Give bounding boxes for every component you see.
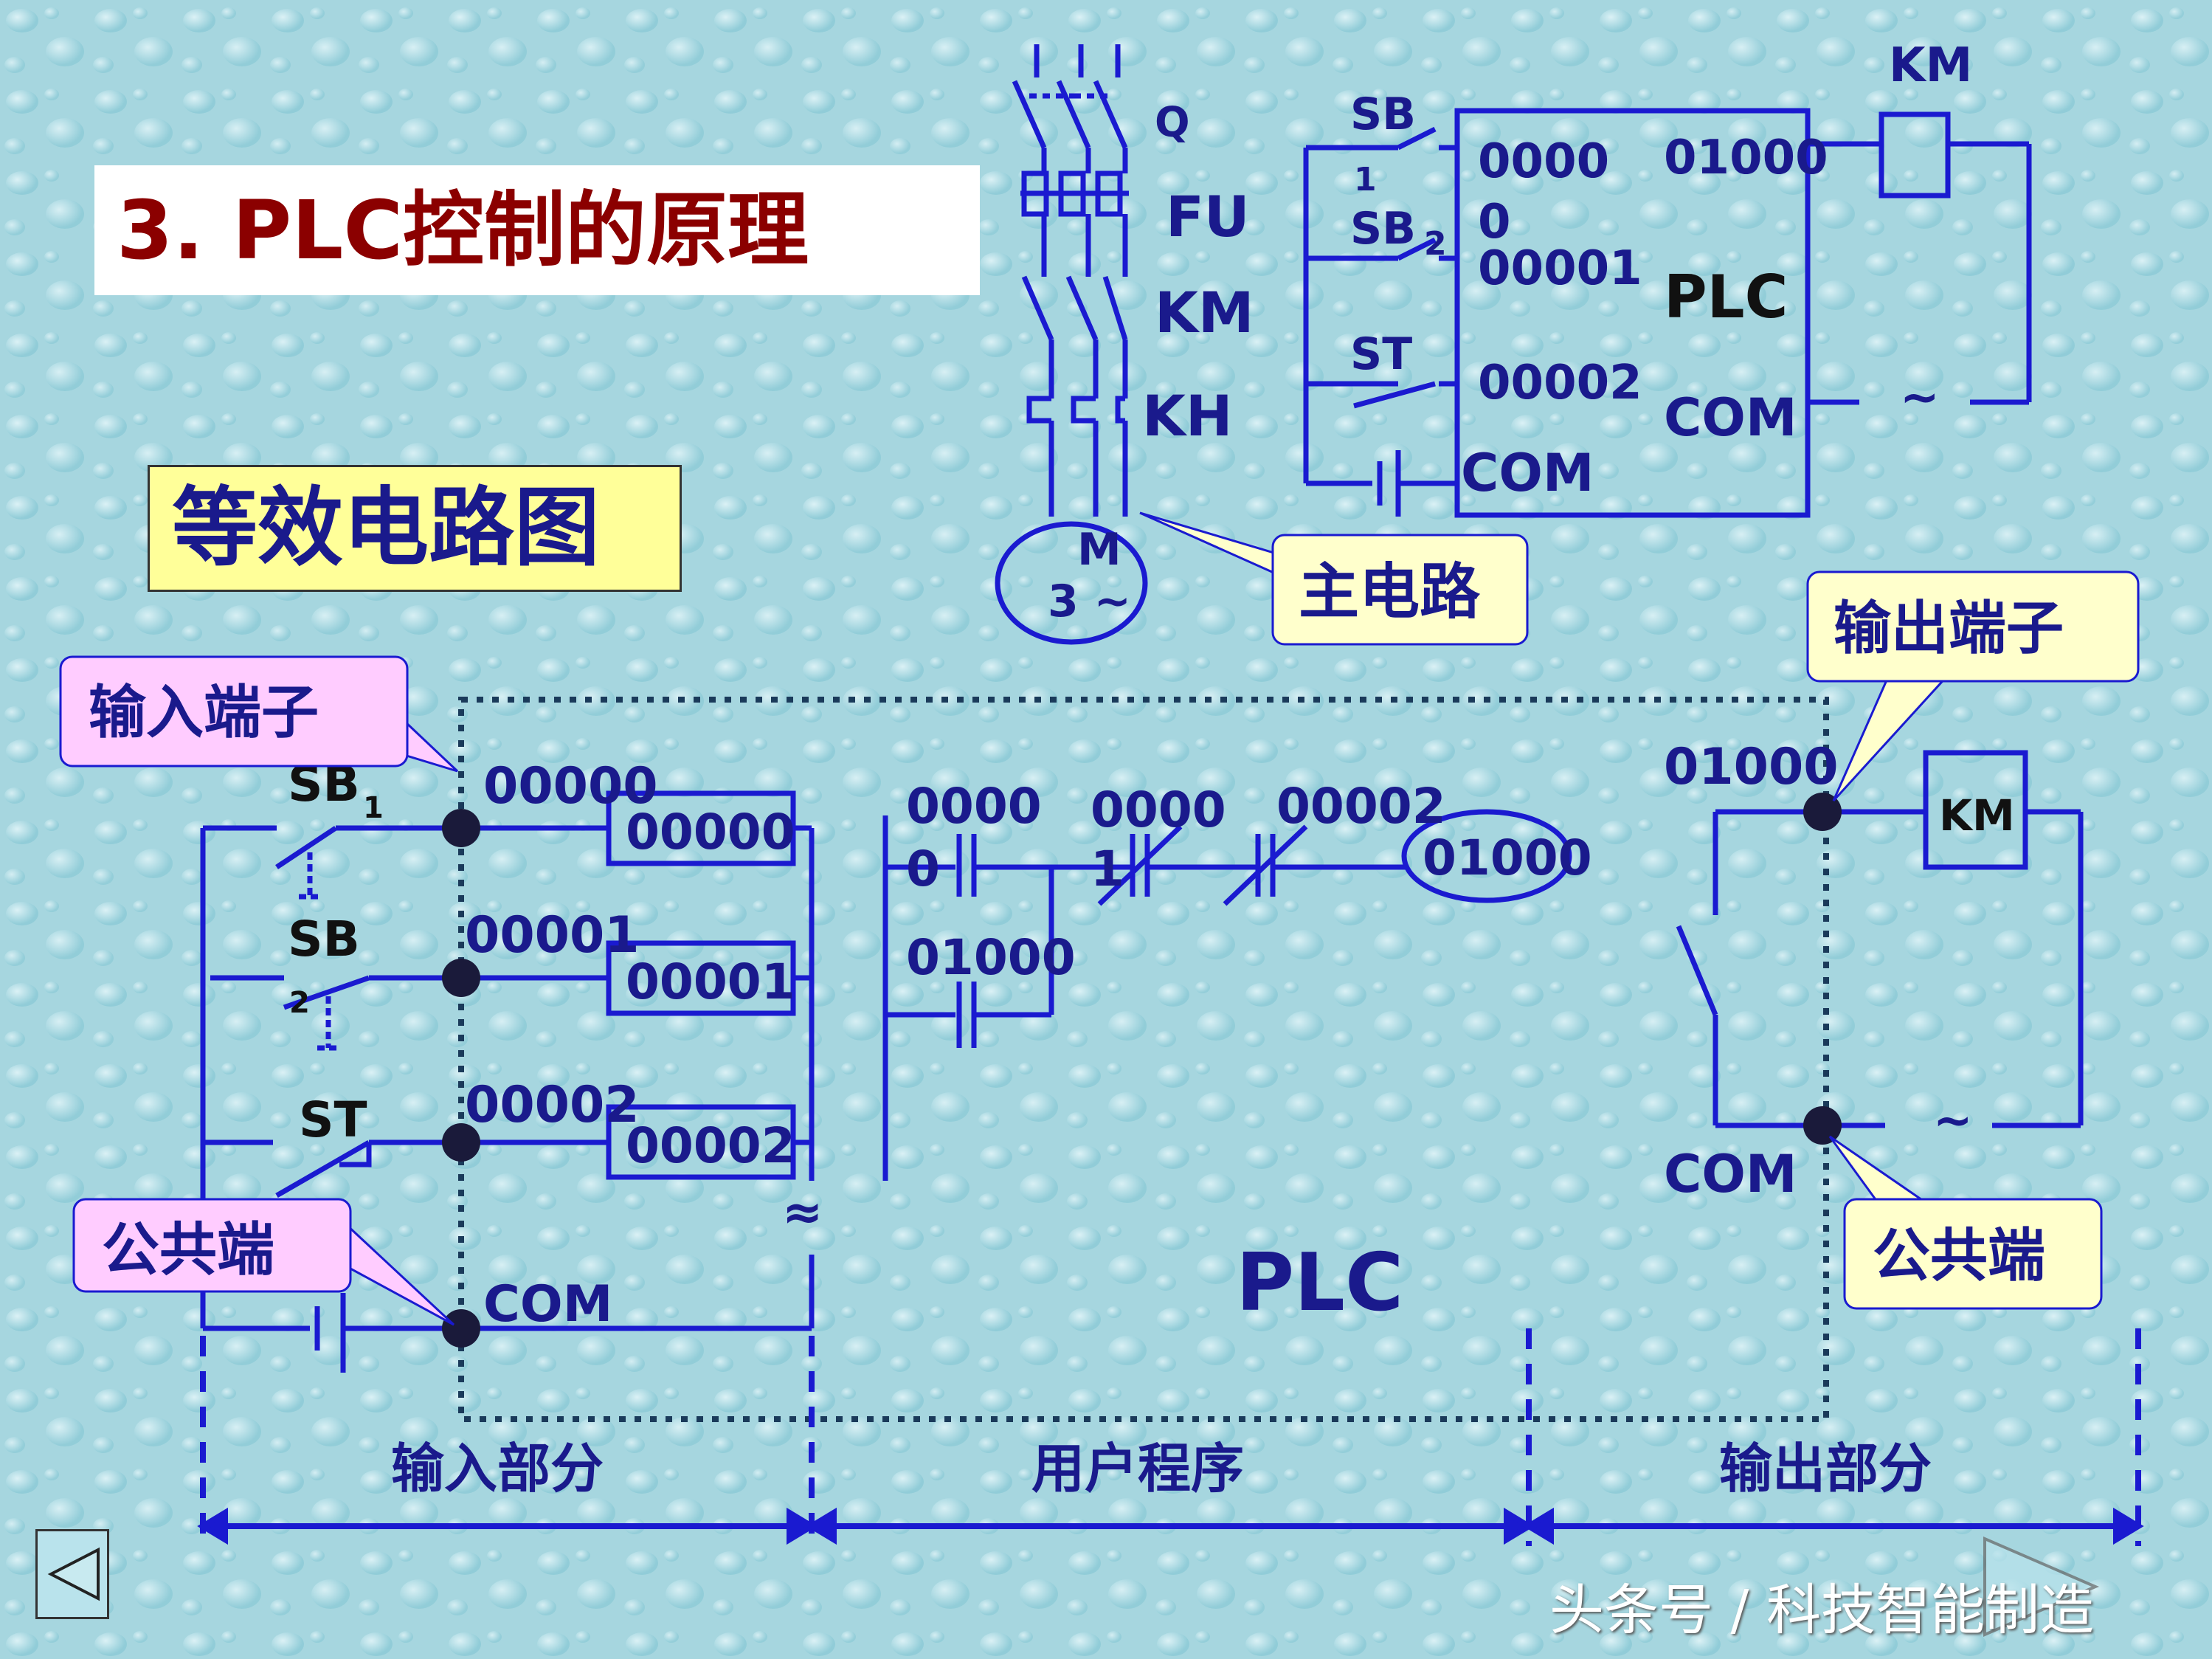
output-terminal-dots	[1803, 793, 1842, 1145]
contact-00001-tail: 1	[1091, 841, 1124, 897]
input-coil-00002: 00002	[626, 1117, 795, 1174]
section-program: 用户程序	[1031, 1438, 1244, 1500]
plc-in-00000-tail: 0	[1478, 195, 1511, 249]
main-circuit	[995, 44, 1148, 645]
callout-common-left-text: 公共端	[102, 1217, 274, 1283]
contact-00000-label: 0000	[906, 778, 1042, 835]
approx-symbol: ≈	[782, 1184, 823, 1241]
input-terminal-00000: 00000	[483, 757, 658, 815]
fu-label: FU	[1166, 184, 1250, 249]
input-coil-00000: 00000	[626, 804, 795, 860]
back-arrow-icon	[47, 1547, 100, 1601]
next-arrow-icon[interactable]	[1983, 1536, 2100, 1638]
plc-in-00000: 0000	[1478, 134, 1609, 189]
slide-title: 3. PLC控制的原理	[94, 165, 980, 295]
plc-box-wiring	[1303, 108, 2032, 518]
callout-common-left: 公共端	[72, 1198, 455, 1326]
output-terminal-01000: 01000	[1664, 738, 1839, 796]
output-coil-km: KM	[1939, 790, 2015, 841]
sb2-label: SB	[288, 911, 360, 968]
callout-input-terminal: 输入端子	[59, 655, 459, 773]
output-com-label: COM	[1664, 1144, 1797, 1204]
watermark: 头条号 / 科技智能制造	[1549, 1579, 2094, 1642]
motor-phase-label: 3 ~	[1048, 576, 1131, 627]
plc-in-00002: 00002	[1478, 356, 1642, 410]
equivalent-circuit-title: 等效电路图	[148, 465, 682, 592]
plc-out-01000: 01000	[1664, 131, 1828, 185]
plc-boundary	[458, 697, 1829, 1422]
plc-name: PLC	[1664, 263, 1788, 331]
program-coil-01000: 01000	[1423, 830, 1592, 886]
plc-sb2-label: SB	[1350, 203, 1416, 255]
main-circuit-callout: 主电路	[1139, 511, 1529, 646]
input-section-wiring	[200, 790, 815, 1373]
contact-00000-tail: 0	[906, 841, 940, 897]
plc-ac-symbol: ~	[1900, 370, 1940, 425]
contact-00001-label: 0000	[1091, 782, 1226, 838]
plc-sb2-sub: 2	[1424, 225, 1447, 263]
plc-out-com: COM	[1664, 387, 1797, 448]
section-dividers	[200, 1328, 2141, 1546]
plc-in-00001: 00001	[1478, 241, 1642, 296]
main-circuit-callout-text: 主电路	[1299, 557, 1481, 627]
callout-output-terminal: 输出端子	[1806, 570, 2140, 802]
q-label: Q	[1155, 99, 1190, 147]
plc-in-com: COM	[1461, 443, 1594, 503]
input-terminal-dots	[442, 809, 480, 1348]
contact-00002-label: 00002	[1276, 778, 1446, 835]
ladder-program	[882, 809, 1572, 1181]
plc-st-label: ST	[1350, 328, 1412, 380]
callout-input-terminal-text: 输入端子	[89, 680, 319, 746]
input-terminal-00001: 00001	[465, 906, 640, 965]
output-ac-symbol: ~	[1933, 1094, 1973, 1148]
input-terminal-com: COM	[483, 1275, 612, 1334]
st-label: ST	[299, 1091, 367, 1148]
motor-label: M	[1077, 524, 1121, 576]
section-input: 输入部分	[391, 1438, 604, 1500]
sb2-sub: 2	[289, 986, 310, 1020]
section-output: 输出部分	[1719, 1438, 1932, 1500]
km-label: KM	[1155, 280, 1254, 345]
prev-slide-button[interactable]	[35, 1529, 109, 1619]
plc-sb1-sub: 1	[1354, 161, 1377, 199]
sb1-sub: 1	[363, 791, 384, 825]
callout-output-terminal-text: 输出端子	[1833, 596, 2064, 662]
callout-common-right: 公共端	[1828, 1135, 2103, 1310]
kh-label: KH	[1142, 383, 1233, 449]
input-terminal-00002: 00002	[465, 1076, 640, 1134]
input-coil-00001: 00001	[626, 953, 795, 1010]
plc-coil-km: KM	[1889, 38, 1972, 93]
section-arrows	[197, 1507, 2144, 1545]
plc-sb1-label: SB	[1350, 89, 1416, 140]
plc-center-label: PLC	[1236, 1237, 1403, 1329]
callout-common-right-text: 公共端	[1873, 1223, 2045, 1289]
contact-01000-label: 01000	[906, 929, 1076, 986]
